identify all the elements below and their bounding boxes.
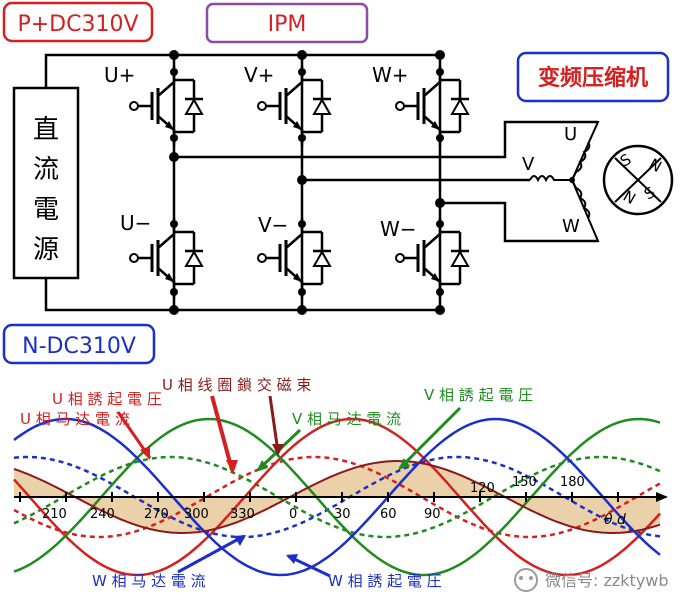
- svg-text:270: 270: [144, 507, 169, 522]
- label-w-high: W+: [372, 63, 409, 87]
- waveform-plot: 210 240 270 300 330 0 30 60 90 120 150 1…: [13, 417, 668, 577]
- label-u-high: U+: [104, 63, 135, 87]
- svg-text:流: 流: [33, 155, 59, 185]
- dc-source-box: 直 流 電 源: [12, 86, 80, 280]
- svg-text:P+DC310V: P+DC310V: [17, 12, 138, 37]
- legend-v-induced-voltage: V 相 誘 起 電 圧: [424, 386, 533, 404]
- w-induced-voltage-curve: [13, 455, 661, 539]
- svg-text:150: 150: [512, 475, 537, 490]
- compressor-label: 变频压缩机: [516, 51, 670, 103]
- motor-rotor: S N N S: [602, 144, 674, 216]
- svg-text:IPM: IPM: [268, 12, 307, 37]
- axis-label: θ d: [604, 512, 626, 528]
- label-u-low: U−: [120, 211, 151, 235]
- motor-phase-u: U: [564, 124, 577, 145]
- v-induced-voltage-curve: [13, 455, 661, 539]
- svg-text:330: 330: [230, 507, 255, 522]
- legend-u-induced-voltage: U 相 誘 起 電 圧: [52, 390, 162, 408]
- svg-text:90: 90: [424, 507, 441, 522]
- svg-text:源: 源: [33, 235, 59, 265]
- w-motor-current-curve: [13, 417, 661, 577]
- legend-u-flux: U 相 线 圈 鎖 交 磁 束: [162, 376, 311, 394]
- v-motor-current-curve: [13, 417, 661, 577]
- svg-text:直: 直: [33, 115, 59, 145]
- label-v-low: V−: [258, 213, 288, 237]
- legend-u-motor-current: U 相 马 达 電 流: [20, 410, 130, 428]
- motor-phase-v: V: [522, 154, 535, 175]
- p-bus-label: P+DC310V: [2, 1, 154, 43]
- dc-bus-wiring: [44, 53, 598, 312]
- motor-phase-w: W: [562, 216, 580, 237]
- label-v-high: V+: [244, 63, 274, 87]
- svg-text:N-DC310V: N-DC310V: [22, 334, 136, 359]
- svg-text:微信号: zzktywb: 微信号: zzktywb: [545, 571, 669, 590]
- svg-text:0: 0: [289, 507, 297, 522]
- svg-text:180: 180: [560, 475, 585, 490]
- u-induced-voltage-curve: [13, 455, 661, 539]
- legend-w-motor-current: W 相 马 达 電 流: [92, 572, 206, 590]
- junction-dots: [169, 50, 445, 315]
- svg-text:210: 210: [42, 507, 67, 522]
- svg-text:120: 120: [470, 481, 495, 496]
- watermark: 微信号: zzktywb: [514, 568, 669, 592]
- label-w-low: W−: [380, 217, 417, 241]
- motor-windings: U V W: [505, 121, 600, 242]
- theta-tick-marks: [19, 492, 619, 502]
- n-bus-label: N-DC310V: [2, 323, 156, 365]
- u-motor-current-curve: [13, 417, 661, 577]
- svg-text:变频压缩机: 变频压缩机: [538, 65, 648, 91]
- legend-w-induced-voltage: W 相 誘 起 電 圧: [328, 572, 442, 590]
- ipm-label: IPM: [205, 2, 369, 44]
- legend-v-motor-current: V 相 马 达 電 流: [292, 410, 401, 428]
- svg-text:60: 60: [380, 507, 397, 522]
- svg-text:240: 240: [90, 507, 115, 522]
- svg-text:30: 30: [334, 507, 351, 522]
- svg-text:300: 300: [184, 507, 209, 522]
- svg-text:電: 電: [33, 195, 59, 225]
- u-flux-curve: [13, 460, 661, 534]
- waveform-legend: U 相 誘 起 電 圧 U 相 线 圈 鎖 交 磁 束 U 相 马 达 電 流 …: [20, 376, 533, 590]
- igbt-u-high: [128, 64, 205, 148]
